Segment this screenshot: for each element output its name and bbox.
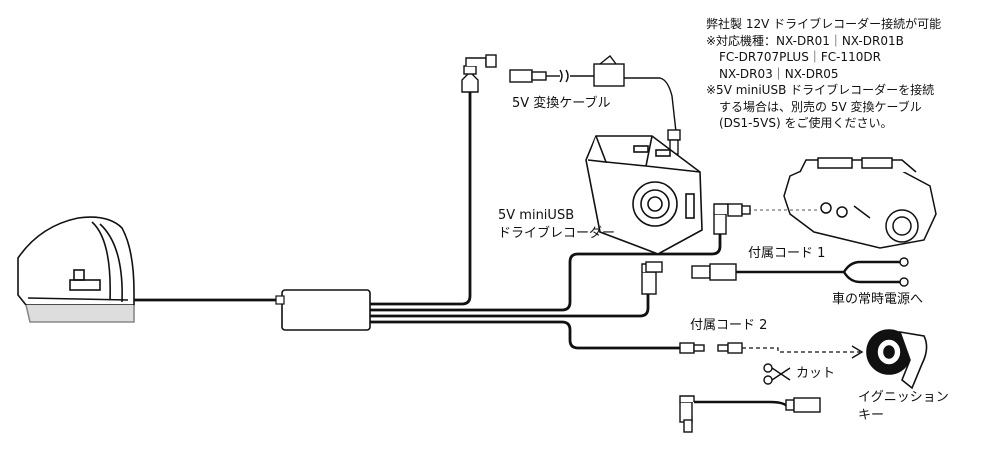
- dc-plug-middle: [641, 261, 663, 295]
- cord-1-label: 付属コード 1: [748, 246, 826, 261]
- scissors-icon: [763, 363, 791, 385]
- recorder-12v: [783, 157, 937, 249]
- cut-label: カット: [796, 366, 836, 381]
- cord-2-label: 付属コード 2: [690, 318, 768, 333]
- junction-box: [281, 289, 371, 331]
- note-line-3: FC-DR707PLUS｜FC-110DR: [719, 50, 881, 64]
- compatibility-note: 弊社製 12V ドライブレコーダー接続が可能 ※対応機種：NX-DR01｜NX-…: [706, 16, 941, 132]
- accessory-cord-2: [679, 342, 864, 359]
- accessory-cord-1: [691, 257, 909, 287]
- main-cables: [134, 92, 722, 350]
- conversion-cable: [509, 55, 681, 155]
- bottom-plug-cable: [679, 395, 821, 433]
- note-line-6: する場合は、別売の 5V 変換ケーブル: [719, 99, 922, 114]
- conversion-cable-label: 5V 変換ケーブル: [512, 96, 611, 111]
- note-line-2: ※対応機種：NX-DR01｜NX-DR01B: [706, 33, 904, 48]
- note-line-5: ※5V miniUSB ドライブレコーダーを接続: [706, 83, 935, 97]
- dc-plug-top: [461, 54, 497, 93]
- note-line-1: 弊社製 12V ドライブレコーダー接続が可能: [706, 17, 942, 31]
- dc-plug-right: [713, 203, 751, 235]
- recorder-label-line-2: ドライブレコーダー: [498, 226, 616, 241]
- note-line-4: NX-DR03｜NX-DR05: [719, 66, 839, 81]
- detector-unit: [17, 216, 135, 323]
- ignition-label-line-2: キー: [858, 408, 885, 423]
- recorder-label-line-1: 5V miniUSB: [498, 208, 575, 223]
- ignition-label-line-1: イグニッション: [858, 390, 949, 405]
- ignition-key: [866, 329, 928, 390]
- drive-recorder: [585, 135, 703, 255]
- constant-power-label: 車の常時電源へ: [832, 292, 924, 307]
- note-line-7: (DS1-5VS) をご使用ください。: [719, 116, 893, 130]
